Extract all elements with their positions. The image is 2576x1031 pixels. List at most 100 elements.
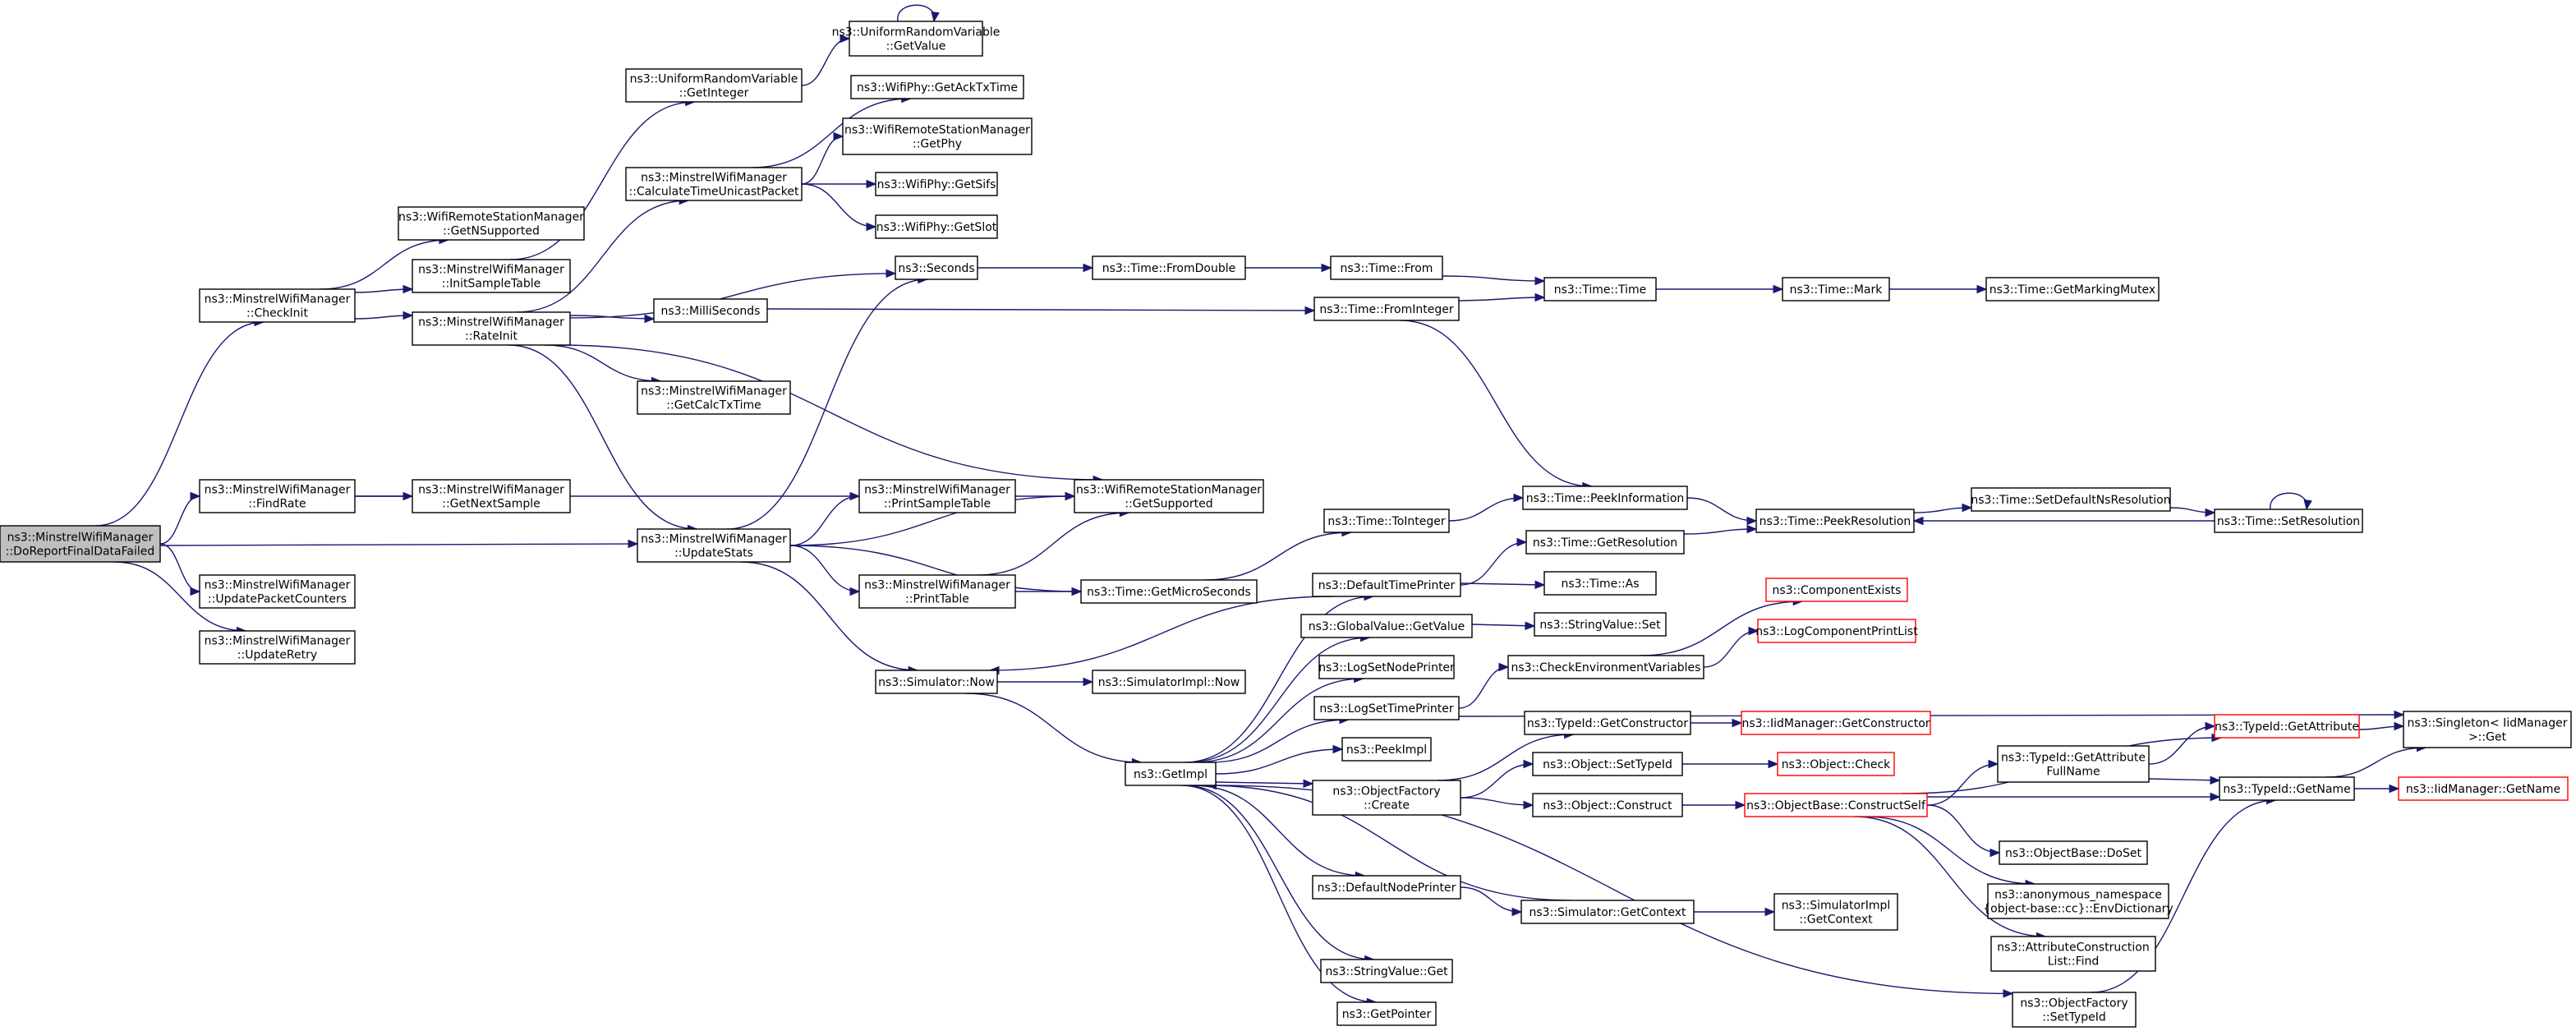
function-node-from[interactable]: ns3::Time::From	[1330, 255, 1443, 280]
function-node-seconds[interactable]: ns3::Seconds	[895, 255, 978, 280]
function-node-setdefns[interactable]: ns3::Time::SetDefaultNsResolution	[1971, 487, 2171, 512]
function-node-label: ::GetPhy	[913, 138, 962, 151]
function-node-tidgetattr[interactable]: ns3::TypeId::GetAttribute	[2214, 714, 2360, 739]
function-node-label: ns3::ObjectFactory	[2020, 997, 2128, 1010]
function-node-label: ns3::Time::From	[1341, 262, 1433, 275]
call-edge-urv_getint-to-urv_getval	[801, 34, 851, 86]
call-edge-checkinit-to-initsample	[354, 284, 414, 294]
function-node-objsettid[interactable]: ns3::Object::SetTypeId	[1532, 752, 1683, 776]
function-node-label: ns3::MinstrelWifiManager	[205, 293, 351, 306]
function-node-getpointer[interactable]: ns3::GetPointer	[1336, 1001, 1437, 1026]
call-edge-timemark-to-getmarkmutex	[1889, 284, 1988, 294]
function-node-root[interactable]: ns3::MinstrelWifiManager::DoReportFinalD…	[0, 525, 161, 563]
function-node-deftp[interactable]: ns3::DefaultTimePrinter	[1312, 573, 1461, 597]
function-node-objconstruct[interactable]: ns3::Object::Construct	[1532, 793, 1683, 817]
function-node-label: ns3::Time::GetResolution	[1533, 536, 1677, 550]
function-node-defnp[interactable]: ns3::DefaultNodePrinter	[1312, 875, 1461, 900]
function-node-compexists[interactable]: ns3::ComponentExists	[1765, 578, 1908, 602]
function-node-initsample[interactable]: ns3::MinstrelWifiManager::InitSampleTabl…	[412, 259, 571, 293]
function-node-objcheck[interactable]: ns3::Object::Check	[1777, 752, 1895, 776]
function-node-label: ::UpdateStats	[674, 547, 753, 560]
function-node-getslot[interactable]: ns3::WifiPhy::GetSlot	[875, 214, 998, 239]
function-node-ofsettid[interactable]: ns3::ObjectFactory::SetTypeId	[2012, 992, 2137, 1028]
function-node-simimplgetctx[interactable]: ns3::SimulatorImpl::GetContext	[1773, 893, 1898, 931]
function-node-label: ns3::MinstrelWifiManager	[418, 316, 564, 329]
function-node-peekimpl[interactable]: ns3::PeekImpl	[1341, 737, 1432, 762]
function-node-uretry[interactable]: ns3::MinstrelWifiManager::UpdateRetry	[199, 630, 356, 665]
call-edge-obconstructself-to-tidgetattrfull	[1926, 759, 1999, 806]
function-node-getphy[interactable]: ns3::WifiRemoteStationManager::GetPhy	[842, 117, 1033, 155]
function-node-getmarkmutex[interactable]: ns3::Time::GetMarkingMutex	[1985, 277, 2160, 301]
function-node-rateinit[interactable]: ns3::MinstrelWifiManager::RateInit	[412, 311, 571, 346]
function-node-urv_getval[interactable]: ns3::UniformRandomVariable::GetValue	[832, 21, 1000, 57]
function-node-urv_getint[interactable]: ns3::UniformRandomVariable::GetInteger	[625, 68, 803, 103]
function-node-updatestats[interactable]: ns3::MinstrelWifiManager::UpdateStats	[637, 528, 791, 563]
function-node-label: ns3::MinstrelWifiManager	[418, 484, 564, 497]
function-node-gvgetvalue[interactable]: ns3::GlobalValue::GetValue	[1300, 614, 1473, 638]
function-node-fromdouble[interactable]: ns3::Time::FromDouble	[1092, 255, 1246, 280]
function-node-label: ns3::WifiPhy::GetSifs	[877, 178, 996, 191]
function-node-logsettime[interactable]: ns3::LogSetTimePrinter	[1313, 696, 1460, 720]
function-node-getsifs[interactable]: ns3::WifiPhy::GetSifs	[875, 172, 998, 196]
function-node-label: ns3::Time::SetResolution	[2217, 515, 2360, 528]
call-edge-frominteger-to-timetime	[1458, 292, 1546, 302]
function-node-printtable[interactable]: ns3::MinstrelWifiManager::PrintTable	[858, 574, 1016, 609]
function-node-iidgetcons[interactable]: ns3::IidManager::GetConstructor	[1741, 711, 1931, 735]
function-node-frominteger[interactable]: ns3::Time::FromInteger	[1313, 297, 1460, 321]
function-node-obconstructself[interactable]: ns3::ObjectBase::ConstructSelf	[1744, 793, 1928, 817]
function-node-label: ns3::LogComponentPrintList	[1755, 625, 1918, 638]
function-node-timemark[interactable]: ns3::Time::Mark	[1782, 277, 1890, 301]
call-edge-printtable-to-getsupported	[977, 508, 1130, 576]
function-node-getacktx[interactable]: ns3::WifiPhy::GetAckTxTime	[850, 75, 1024, 99]
function-node-getmicro[interactable]: ns3::Time::GetMicroSeconds	[1080, 579, 1258, 604]
function-node-getimpl[interactable]: ns3::GetImpl	[1125, 762, 1217, 786]
function-node-label: ::GetNextSample	[442, 498, 540, 511]
function-node-ofcreate[interactable]: ns3::ObjectFactory::Create	[1312, 780, 1461, 816]
call-edge-checkinit-to-rateinit	[354, 311, 414, 320]
function-node-peekres[interactable]: ns3::Time::PeekResolution	[1755, 509, 1915, 533]
function-node-getnsupp[interactable]: ns3::WifiRemoteStationManager::GetNSuppo…	[398, 206, 585, 241]
function-node-upc[interactable]: ns3::MinstrelWifiManager::UpdatePacketCo…	[199, 574, 356, 609]
function-node-findrate[interactable]: ns3::MinstrelWifiManager::FindRate	[199, 479, 356, 513]
function-node-label: ::PrintTable	[905, 593, 969, 606]
function-node-iidgetname[interactable]: ns3::IidManager::GetName	[2398, 776, 2569, 801]
function-node-envdict[interactable]: ns3::anonymous_namespace{object-base::cc…	[1983, 883, 2174, 919]
function-node-timeas[interactable]: ns3::Time::As	[1543, 571, 1657, 596]
function-node-logsetnode[interactable]: ns3::LogSetNodePrinter	[1318, 655, 1455, 679]
function-node-ctup[interactable]: ns3::MinstrelWifiManager::CalculateTimeU…	[625, 167, 803, 201]
call-edge-rateinit-to-getcalc	[544, 344, 662, 386]
function-node-milli[interactable]: ns3::MilliSeconds	[653, 298, 768, 323]
function-node-label: ns3::ComponentExists	[1773, 584, 1902, 597]
function-node-simnow[interactable]: ns3::Simulator::Now	[875, 670, 998, 694]
function-node-svset[interactable]: ns3::StringValue::Set	[1534, 612, 1667, 637]
function-node-logcomplist[interactable]: ns3::LogComponentPrintList	[1755, 619, 1918, 643]
function-node-tidgetcons[interactable]: ns3::TypeId::GetConstructor	[1524, 711, 1691, 735]
function-node-label: ns3::TypeId::GetConstructor	[1527, 717, 1688, 730]
function-node-getnextsample[interactable]: ns3::MinstrelWifiManager::GetNextSample	[412, 479, 571, 513]
function-node-timetime[interactable]: ns3::Time::Time	[1543, 277, 1657, 301]
function-node-peekinfo[interactable]: ns3::Time::PeekInformation	[1522, 486, 1688, 510]
function-node-label: ::UpdatePacketCounters	[208, 593, 347, 606]
function-node-simimplnow[interactable]: ns3::SimulatorImpl::Now	[1092, 670, 1246, 694]
call-edge-tointeger-to-peekinfo	[1448, 493, 1525, 522]
function-node-checkinit[interactable]: ns3::MinstrelWifiManager::CheckInit	[199, 288, 356, 323]
function-node-checkenv[interactable]: ns3::CheckEnvironmentVariables	[1507, 655, 1704, 679]
function-node-getsupported[interactable]: ns3::WifiRemoteStationManager::GetSuppor…	[1074, 479, 1264, 513]
function-node-label: ns3::AttributeConstruction	[1997, 941, 2149, 955]
function-node-label: ns3::TypeId::GetAttribute	[2215, 720, 2359, 734]
function-node-tidgetname[interactable]: ns3::TypeId::GetName	[2219, 776, 2355, 801]
function-node-simgetctx[interactable]: ns3::Simulator::GetContext	[1520, 900, 1695, 924]
function-node-label: ns3::MinstrelWifiManager	[641, 172, 787, 185]
function-node-setres[interactable]: ns3::Time::SetResolution	[2214, 509, 2363, 533]
function-node-label: ns3::WifiRemoteStationManager	[1076, 484, 1262, 497]
function-node-printsample[interactable]: ns3::MinstrelWifiManager::PrintSampleTab…	[858, 479, 1016, 513]
function-node-svget[interactable]: ns3::StringValue::Get	[1320, 959, 1453, 983]
function-node-getres[interactable]: ns3::Time::GetResolution	[1525, 530, 1685, 555]
function-node-getcalc[interactable]: ns3::MinstrelWifiManager::GetCalcTxTime	[637, 380, 791, 415]
function-node-obdoset[interactable]: ns3::ObjectBase::DoSet	[1999, 840, 2148, 865]
function-node-tointeger[interactable]: ns3::Time::ToInteger	[1323, 509, 1450, 533]
function-node-singleton[interactable]: ns3::Singleton< IidManager >::Get	[2403, 711, 2572, 748]
